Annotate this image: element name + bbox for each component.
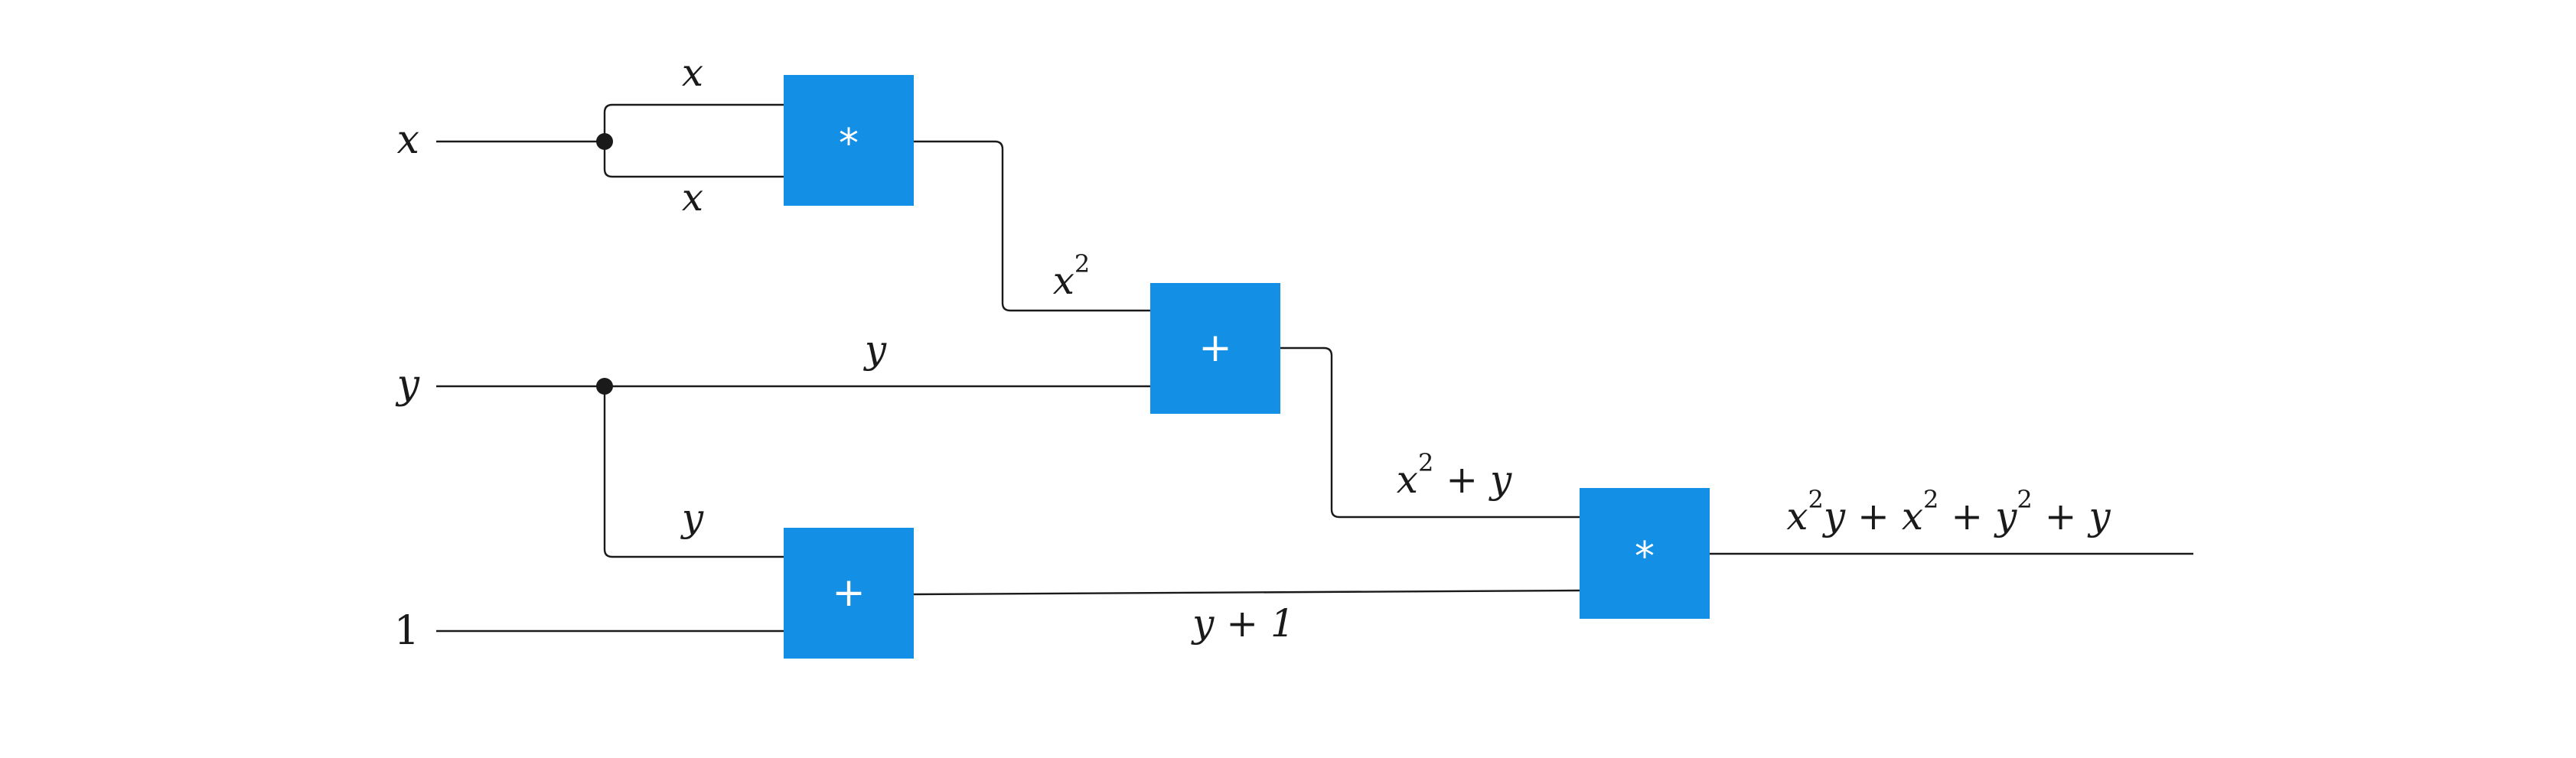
op-box — [1150, 283, 1280, 414]
edge-label-y-branch: y — [680, 496, 704, 540]
input-x-label: x — [397, 117, 419, 163]
edge-label-x2-plus-y: x2 + y — [1397, 448, 1512, 502]
junction-x — [596, 133, 613, 150]
multiply-symbol: * — [1635, 534, 1655, 580]
edge-label-x-lower: x — [682, 175, 703, 220]
wire-x-lower — [603, 142, 784, 178]
edge-label-y-plus-one: y + 1 — [1191, 601, 1295, 646]
op-box — [784, 75, 914, 206]
wire-yplus1-to-mul — [911, 589, 1580, 596]
op-multiply-top: * — [784, 75, 914, 206]
output-label: x2y + x2 + y2 + y — [1786, 485, 2111, 538]
op-add-middle: + — [1150, 283, 1280, 414]
wire-mul-to-add — [912, 140, 1150, 312]
wire-add-to-mul — [1280, 346, 1580, 519]
wire-x-upper — [603, 103, 784, 142]
edge-label-x-upper: x — [682, 50, 703, 95]
op-multiply-final: * — [1580, 488, 1710, 619]
plus-symbol: + — [832, 570, 866, 616]
op-add-bottom: + — [784, 528, 914, 659]
edge-label-x-squared: x2 — [1053, 249, 1091, 303]
input-y-label: y — [396, 362, 420, 408]
op-box — [1580, 488, 1710, 619]
op-box — [784, 528, 914, 659]
plus-symbol: + — [1198, 325, 1232, 371]
junction-y — [596, 378, 613, 395]
wire-y-branch — [603, 386, 784, 558]
input-one-label: 1 — [394, 608, 419, 654]
multiply-symbol: * — [839, 121, 859, 167]
edge-label-y-direct: y — [863, 327, 887, 372]
